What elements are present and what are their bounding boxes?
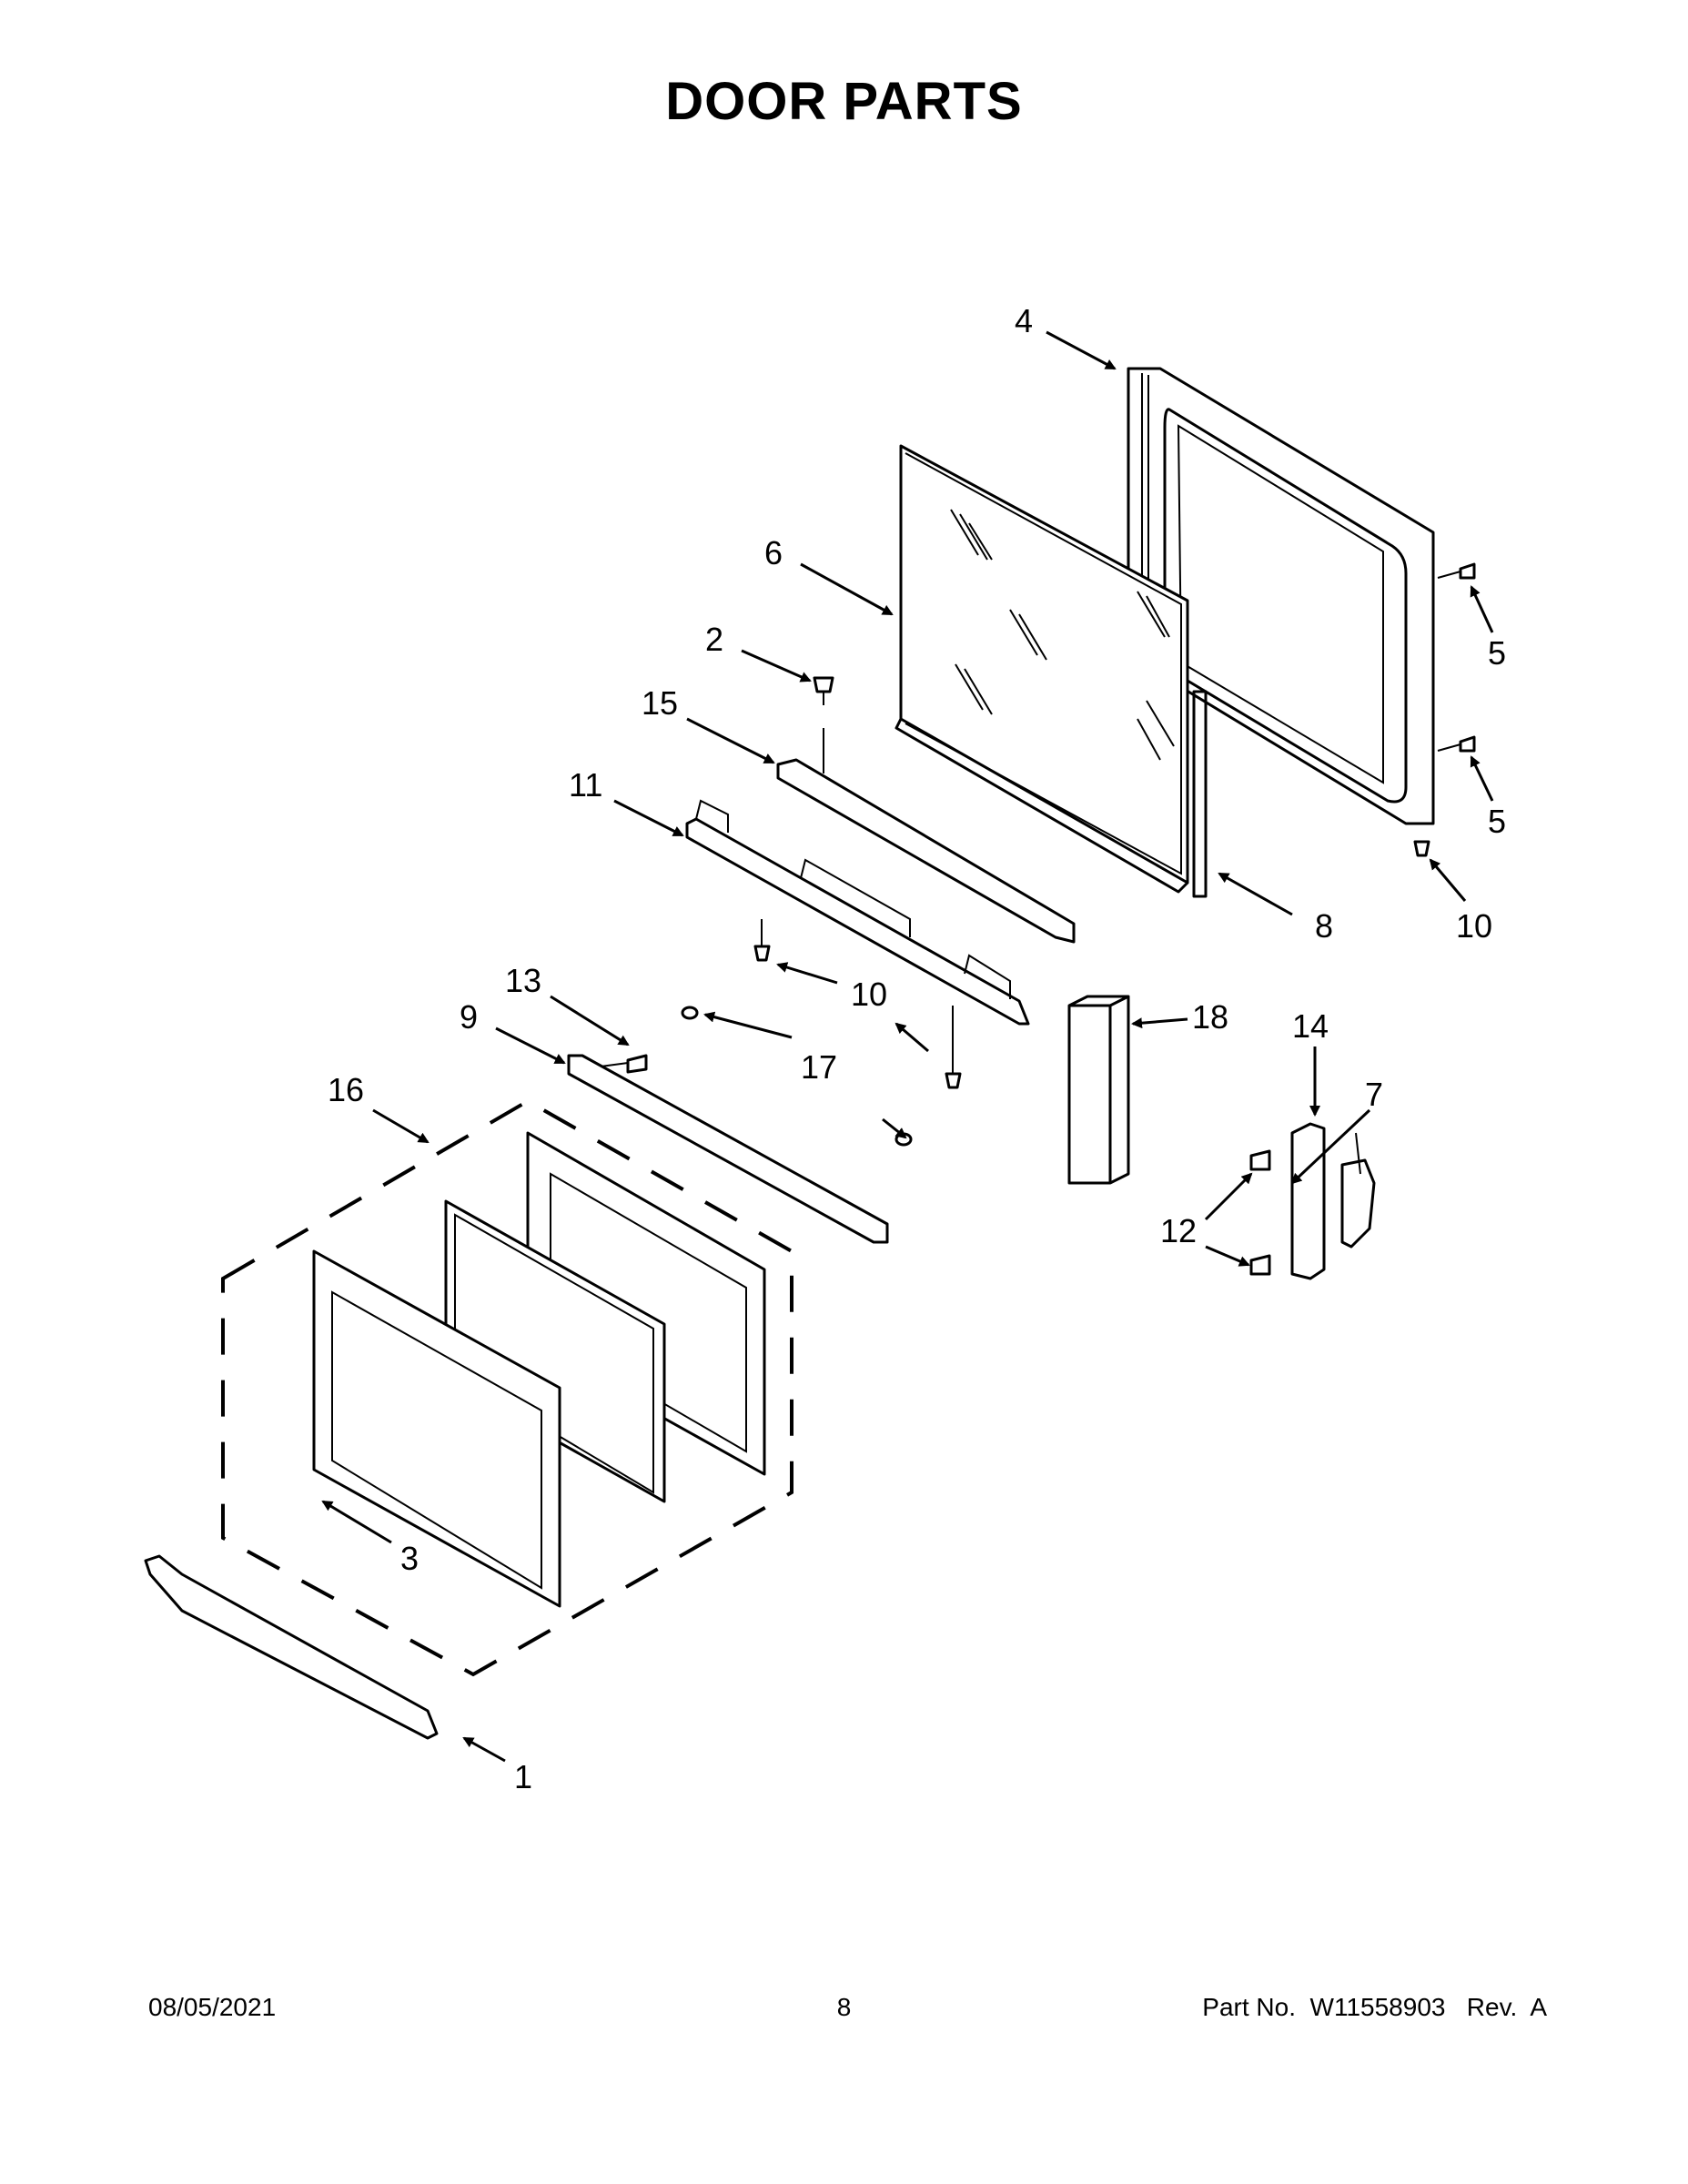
callout-8: 8 bbox=[1315, 907, 1333, 945]
callout-6: 6 bbox=[764, 534, 783, 571]
leader-lines bbox=[321, 330, 1494, 1763]
callout-10b: 10 bbox=[851, 976, 887, 1013]
footer-date: 08/05/2021 bbox=[148, 1993, 277, 2021]
callout-14: 14 bbox=[1292, 1007, 1329, 1045]
door-glass bbox=[895, 444, 1189, 894]
screws bbox=[600, 562, 1476, 1276]
callout-2: 2 bbox=[705, 621, 723, 658]
callout-18: 18 bbox=[1192, 998, 1228, 1036]
inner-door-frame bbox=[1127, 367, 1435, 825]
door-gasket bbox=[1192, 690, 1208, 898]
hinge-rail bbox=[567, 1054, 889, 1244]
callout-5b: 5 bbox=[1488, 803, 1506, 840]
callout-13: 13 bbox=[505, 962, 541, 999]
callout-12: 12 bbox=[1160, 1212, 1197, 1249]
callout-11: 11 bbox=[569, 766, 602, 804]
callout-7: 7 bbox=[1365, 1076, 1383, 1113]
glass-trim-strip bbox=[776, 758, 1076, 944]
callout-16: 16 bbox=[328, 1071, 364, 1108]
page-title: DOOR PARTS bbox=[665, 72, 1023, 131]
callout-3: 3 bbox=[400, 1540, 419, 1577]
callout-10a: 10 bbox=[1456, 907, 1492, 945]
hinge-assembly bbox=[1290, 1122, 1376, 1280]
door-handle bbox=[144, 1554, 439, 1740]
callout-labels: 4 6 2 15 11 8 5 5 10 10 13 9 17 16 18 14… bbox=[328, 302, 1506, 1795]
door-window-pack bbox=[221, 1098, 793, 1677]
callout-15: 15 bbox=[642, 684, 678, 722]
footer-page-number: 8 bbox=[836, 1993, 852, 2021]
callout-5a: 5 bbox=[1488, 634, 1506, 672]
callout-17: 17 bbox=[801, 1048, 837, 1086]
channel-bracket bbox=[685, 799, 1030, 1026]
insulation-block bbox=[1067, 995, 1130, 1185]
callout-1: 1 bbox=[514, 1758, 532, 1795]
callout-4: 4 bbox=[1015, 302, 1033, 339]
callout-9: 9 bbox=[460, 998, 478, 1036]
footer-part-number: Part No. W11558903 Rev. A bbox=[1202, 1993, 1547, 2021]
